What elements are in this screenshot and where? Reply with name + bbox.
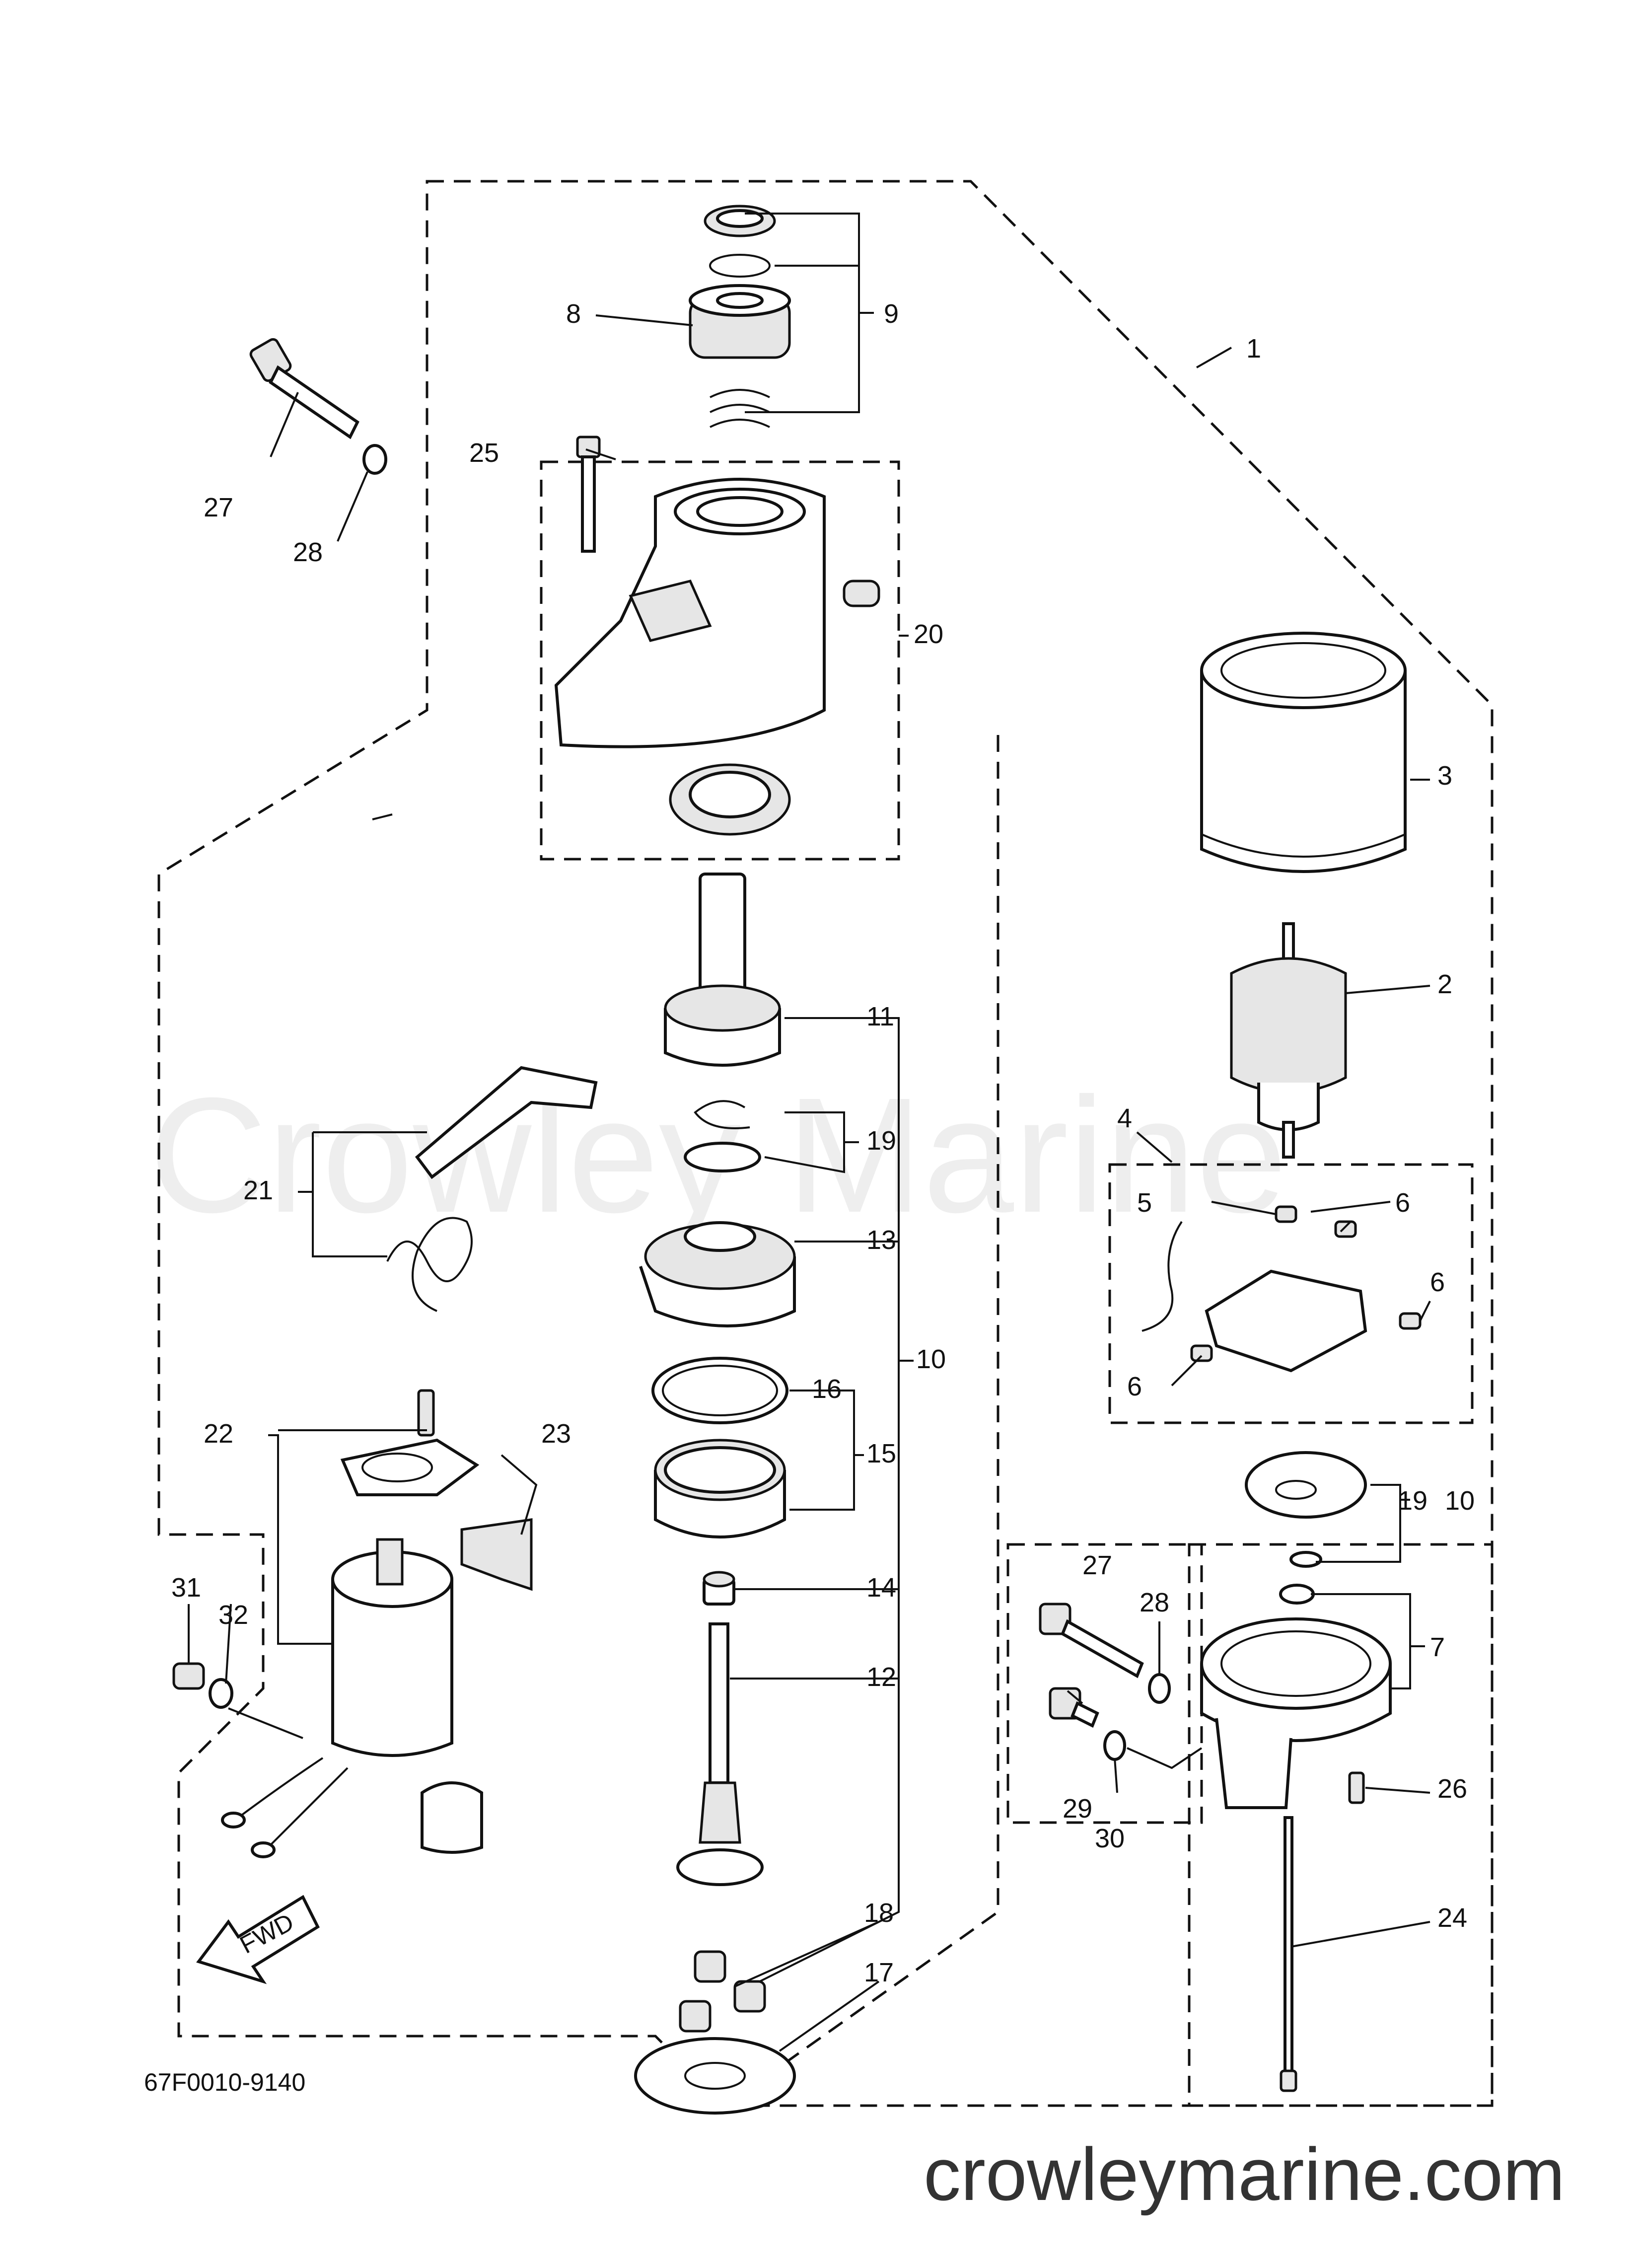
diagram-code: 67F0010-9140 — [144, 2068, 305, 2096]
callout-29: 29 — [1063, 1794, 1092, 1824]
callout-27-left: 27 — [204, 493, 233, 522]
callout-17: 17 — [864, 1958, 894, 1987]
callout-22: 22 — [204, 1419, 233, 1449]
bolt-25 — [576, 436, 601, 553]
bolt-group-outline — [1006, 1543, 1203, 1824]
callout-5: 5 — [1137, 1188, 1152, 1218]
bolt-27-top — [249, 338, 387, 475]
callout-16: 16 — [812, 1374, 842, 1404]
callout-28-right: 28 — [1140, 1588, 1169, 1617]
callout-6-right: 6 — [1430, 1267, 1445, 1297]
callout-12: 12 — [866, 1662, 896, 1692]
callout-14: 14 — [866, 1573, 896, 1603]
callout-6-top: 6 — [1395, 1188, 1410, 1218]
leader-lines — [188, 213, 1431, 2052]
callout-24: 24 — [1437, 1903, 1467, 1933]
callout-27-right: 27 — [1082, 1550, 1112, 1580]
assembly-1-outline — [157, 180, 1494, 2107]
shift-lever — [386, 1066, 598, 1312]
brush-holder-group-4-outline — [1108, 1163, 1474, 1424]
nut-31-washer-32 — [172, 1662, 233, 1709]
callout-6-bottom: 6 — [1127, 1372, 1142, 1401]
bolt-group-right — [1039, 1603, 1171, 1761]
through-bolt-24 — [1284, 1816, 1293, 2077]
callout-19-right: 19 — [1398, 1486, 1428, 1516]
end-plate — [1245, 1451, 1367, 1568]
callout-labels: 1 2 3 4 5 6 6 6 7 8 9 10 11 12 13 14 15 … — [171, 299, 1475, 1987]
callout-9: 9 — [884, 299, 899, 329]
callout-23: 23 — [541, 1419, 571, 1449]
callout-10: 10 — [916, 1344, 946, 1374]
callout-2: 2 — [1437, 969, 1452, 999]
callout-18: 18 — [864, 1898, 894, 1928]
yoke — [1200, 632, 1407, 873]
armature — [1230, 922, 1347, 1159]
solenoid-plate — [340, 1389, 480, 1496]
callout-20: 20 — [914, 619, 943, 649]
center-column-parts — [634, 873, 796, 2115]
callout-21: 21 — [243, 1175, 273, 1205]
screw-26 — [1348, 1771, 1365, 1804]
pinion-stack — [689, 205, 791, 428]
callout-11: 11 — [866, 1002, 894, 1031]
callout-10-right: 10 — [1445, 1486, 1475, 1516]
callout-7: 7 — [1430, 1632, 1445, 1662]
callout-1: 1 — [1246, 334, 1261, 364]
front-bracket — [554, 478, 880, 836]
boot-cap — [421, 1781, 483, 1854]
callout-30: 30 — [1095, 1824, 1125, 1853]
callout-19: 19 — [866, 1126, 896, 1156]
brush-holder — [1142, 1205, 1422, 1373]
callout-32: 32 — [218, 1600, 248, 1630]
footer-url[interactable]: crowleymarine.com — [924, 2132, 1565, 2216]
assembly-10-outline — [724, 735, 999, 2107]
solenoid — [221, 1538, 453, 1858]
callout-26: 26 — [1437, 1774, 1467, 1804]
callout-13: 13 — [866, 1225, 896, 1255]
callout-8: 8 — [566, 299, 581, 329]
callout-4: 4 — [1117, 1103, 1132, 1133]
grommet-23 — [460, 1518, 533, 1591]
rear-cover — [1200, 1584, 1392, 1809]
callout-3: 3 — [1437, 761, 1452, 791]
callout-15: 15 — [866, 1439, 896, 1468]
callout-28-left: 28 — [293, 537, 323, 567]
callout-31: 31 — [171, 1573, 201, 1603]
callout-25: 25 — [469, 438, 499, 468]
fwd-arrow-icon: FWD — [196, 1895, 320, 1984]
